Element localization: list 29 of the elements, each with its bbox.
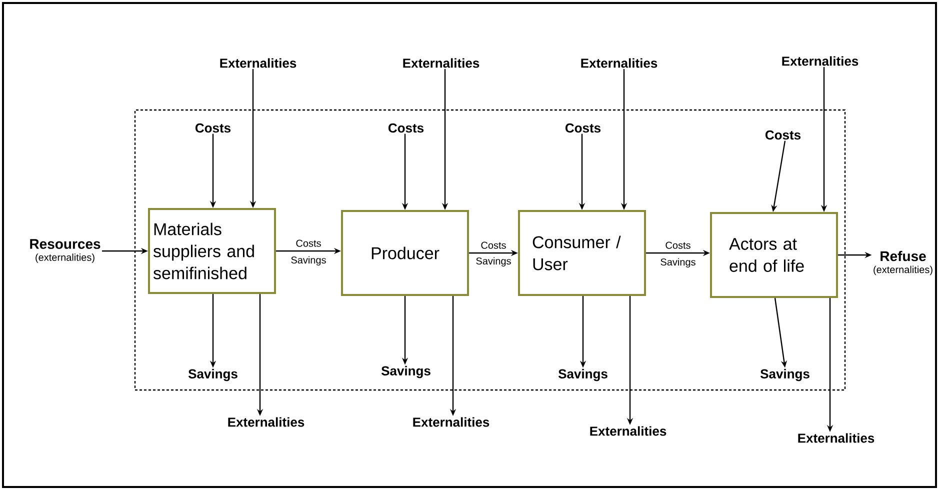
flow-label: Externalities xyxy=(798,433,874,443)
process-box: Consumer / User xyxy=(518,210,646,296)
edge-label: Costs xyxy=(480,240,508,250)
flow-label: Externalities xyxy=(413,417,490,427)
flow-label: Externalities xyxy=(581,58,658,68)
savings-label: Savings xyxy=(659,257,697,269)
process-box: Actors at end of life xyxy=(710,212,838,298)
flow-label: Externalities xyxy=(220,58,296,68)
flow-label: Externalities xyxy=(228,417,304,427)
flow-label: Savings xyxy=(188,368,238,382)
flow-label: Externalities xyxy=(403,58,480,68)
flow-label: Savings xyxy=(381,366,430,378)
edge-label: Costs xyxy=(294,238,322,248)
flow-label: Externalities xyxy=(590,426,666,436)
dashed-boundary xyxy=(134,109,846,391)
flow-label: Resources (externalities) xyxy=(30,239,100,263)
flow-label: Costs xyxy=(765,130,801,140)
flow-label: Costs xyxy=(388,123,424,133)
flow-label: Externalities xyxy=(782,56,858,66)
edge-label: Costs xyxy=(664,240,692,250)
process-box: Materials suppliers and semifinished xyxy=(148,208,276,294)
savings-label: Savings xyxy=(290,255,328,267)
process-box: Producer xyxy=(341,210,469,296)
flow-label: Costs xyxy=(565,123,601,133)
flow-label: Savings xyxy=(760,368,810,382)
flow-label: Savings xyxy=(558,368,608,382)
flow-label: Refuse (externalities) xyxy=(874,250,932,276)
flow-label: Costs xyxy=(195,123,231,133)
savings-label: Savings xyxy=(474,256,512,268)
